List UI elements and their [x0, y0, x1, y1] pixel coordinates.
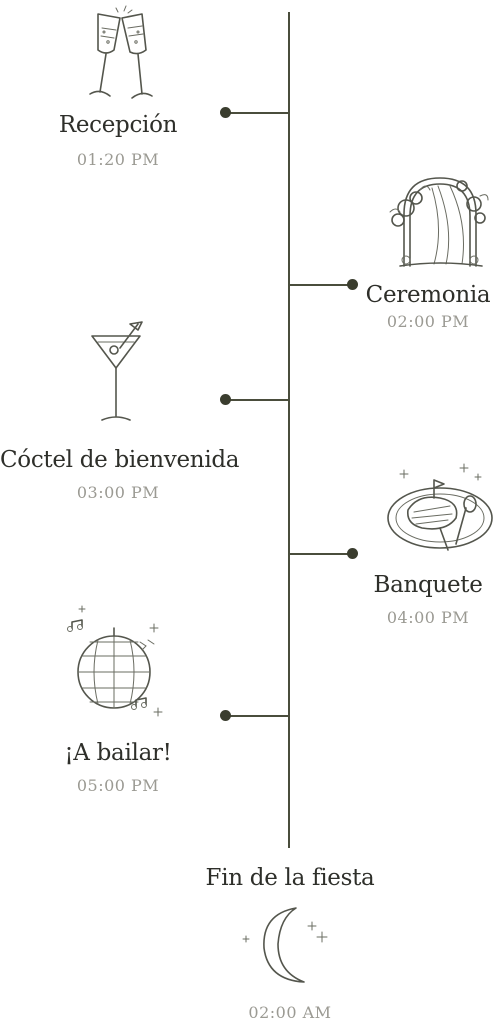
- ending-title: Fin de la fiesta: [205, 865, 375, 891]
- connector-line: [226, 112, 288, 114]
- connector-line: [288, 284, 352, 286]
- timeline-axis: [288, 12, 290, 848]
- timeline-dot: [347, 279, 358, 290]
- timeline-dot: [220, 107, 231, 118]
- event-time: 05:00 PM: [76, 776, 160, 795]
- timeline-dot: [347, 548, 358, 559]
- crescent-moon-icon: [238, 900, 338, 990]
- floral-arch-icon: [384, 168, 496, 272]
- ending-time: 02:00 AM: [248, 1003, 332, 1022]
- event-title: Recepción: [58, 112, 178, 138]
- event-title: Banquete: [373, 572, 483, 598]
- connector-line: [288, 553, 352, 555]
- champagne-glasses-icon: [76, 4, 160, 104]
- event-title: ¡A bailar!: [64, 740, 172, 766]
- disco-ball-icon: [62, 602, 172, 718]
- martini-glass-icon: [86, 318, 148, 430]
- connector-line: [226, 715, 288, 717]
- timeline-dot: [220, 394, 231, 405]
- event-time: 01:20 PM: [76, 150, 160, 169]
- event-title: Cóctel de bienvenida: [0, 447, 240, 473]
- connector-line: [226, 399, 288, 401]
- event-title: Ceremonia: [365, 282, 491, 308]
- event-time: 02:00 PM: [386, 312, 470, 331]
- event-time: 04:00 PM: [386, 608, 470, 627]
- timeline-dot: [220, 710, 231, 721]
- steak-plate-icon: [384, 458, 496, 568]
- event-time: 03:00 PM: [76, 483, 160, 502]
